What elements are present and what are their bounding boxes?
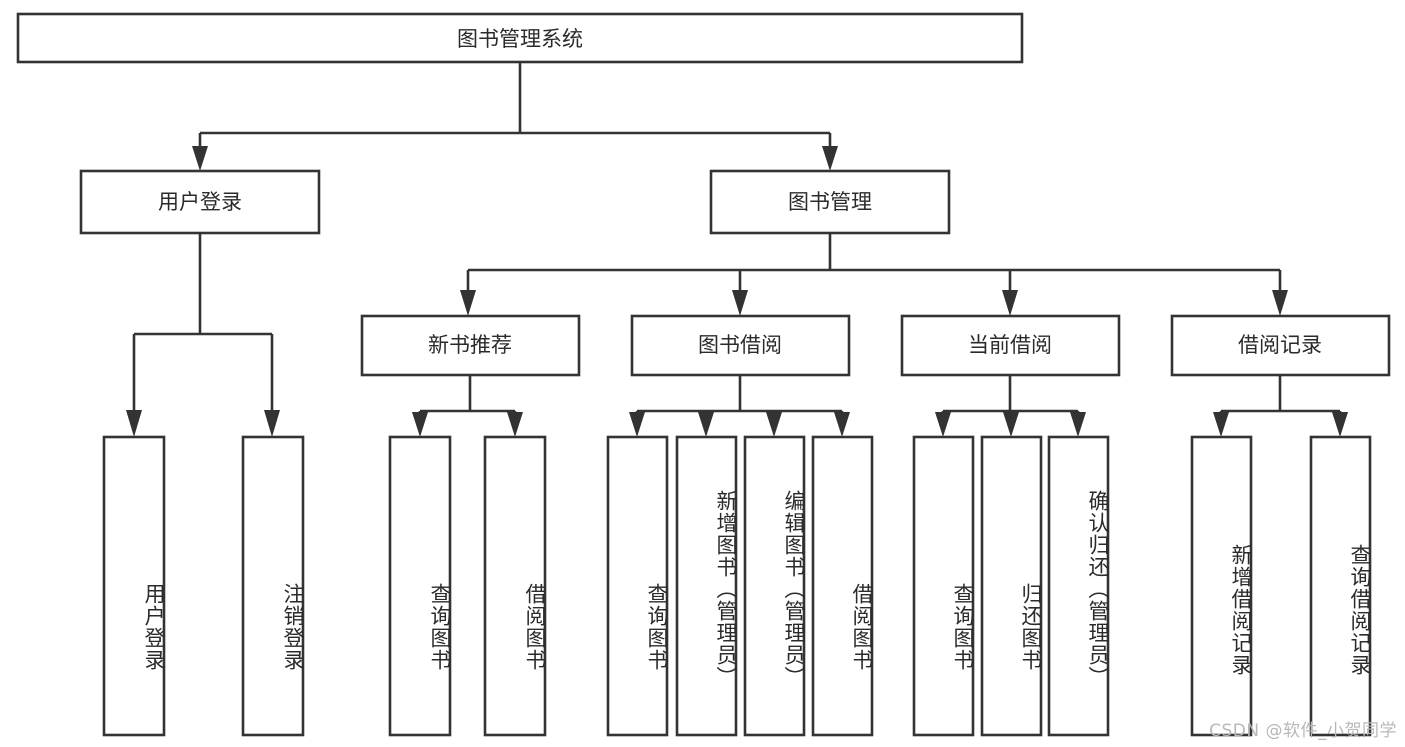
node-box-new-book-recommend[interactable]: [360, 314, 581, 377]
node-box-borrow-record[interactable]: [1170, 314, 1391, 377]
node-box-leaf[interactable]: [675, 435, 738, 737]
node-label-current-borrow: 当前借阅: [968, 333, 1052, 357]
watermark: CSDN @软件_小贺同学: [1209, 721, 1397, 741]
connector-current-borrow-to-leaves: [935, 375, 1086, 437]
node-root[interactable]: 图书管理系统: [16, 12, 1024, 64]
node-box-leaf[interactable]: [241, 435, 305, 737]
node-box-leaf[interactable]: [606, 435, 669, 737]
arrow-head-icon: [1003, 412, 1019, 437]
arrow-head-icon: [1332, 412, 1348, 437]
node-box-leaf[interactable]: [912, 435, 975, 737]
arrow-head-icon: [460, 290, 476, 316]
connector-new-book-rec-to-leaves: [412, 375, 523, 437]
node-box-current-borrow[interactable]: [900, 314, 1121, 377]
node-book-management[interactable]: 图书管理: [709, 169, 951, 235]
arrow-head-icon: [766, 412, 782, 437]
arrow-head-icon: [1213, 412, 1229, 437]
node-box-leaf[interactable]: [1047, 435, 1110, 737]
arrow-head-icon: [126, 410, 142, 437]
node-box-user-login[interactable]: [79, 169, 321, 235]
arrow-head-icon: [1002, 290, 1018, 316]
arrow-head-icon: [1272, 290, 1288, 316]
connector-book-borrow-to-leaves: [629, 375, 850, 437]
node-box-leaf[interactable]: [1190, 435, 1253, 737]
node-current-borrow[interactable]: 当前借阅: [900, 314, 1121, 377]
node-label-borrow-record: 借阅记录: [1238, 333, 1322, 357]
node-box-leaf[interactable]: [483, 435, 547, 737]
connector-root-to-level2: [192, 62, 838, 171]
arrow-head-icon: [192, 146, 208, 171]
node-box-leaf[interactable]: [388, 435, 452, 737]
node-user-login[interactable]: 用户登录: [79, 169, 321, 235]
node-box-leaf[interactable]: [102, 435, 166, 737]
node-label-user-login: 用户登录: [158, 190, 242, 214]
arrow-head-icon: [629, 412, 645, 437]
node-box-leaf[interactable]: [743, 435, 806, 737]
node-label-book-management: 图书管理: [788, 190, 872, 214]
node-borrow-record[interactable]: 借阅记录: [1170, 314, 1391, 377]
arrow-head-icon: [935, 412, 951, 437]
arrow-head-icon: [822, 146, 838, 171]
node-box-leaf[interactable]: [811, 435, 874, 737]
node-new-book-recommend[interactable]: 新书推荐: [360, 314, 581, 377]
arrow-head-icon: [698, 412, 714, 437]
arrow-head-icon: [834, 412, 850, 437]
connector-book-mgmt-to-level3: [460, 233, 1288, 316]
node-box-book-management[interactable]: [709, 169, 951, 235]
node-label-new-book-recommend: 新书推荐: [428, 333, 512, 357]
node-label-root: 图书管理系统: [457, 27, 583, 51]
arrow-head-icon: [507, 412, 523, 437]
node-box-book-borrow[interactable]: [630, 314, 851, 377]
node-book-borrow[interactable]: 图书借阅: [630, 314, 851, 377]
arrow-head-icon: [1070, 412, 1086, 437]
node-label-book-borrow: 图书借阅: [698, 333, 782, 357]
arrow-head-icon: [264, 410, 280, 437]
arrow-head-icon: [732, 290, 748, 316]
connector-user-login-to-leaves: [126, 233, 280, 437]
node-box-leaf[interactable]: [1309, 435, 1372, 737]
node-box-root[interactable]: [16, 12, 1024, 64]
connector-borrow-record-to-leaves: [1213, 375, 1348, 437]
arrow-head-icon: [412, 412, 428, 437]
node-box-leaf[interactable]: [980, 435, 1043, 737]
